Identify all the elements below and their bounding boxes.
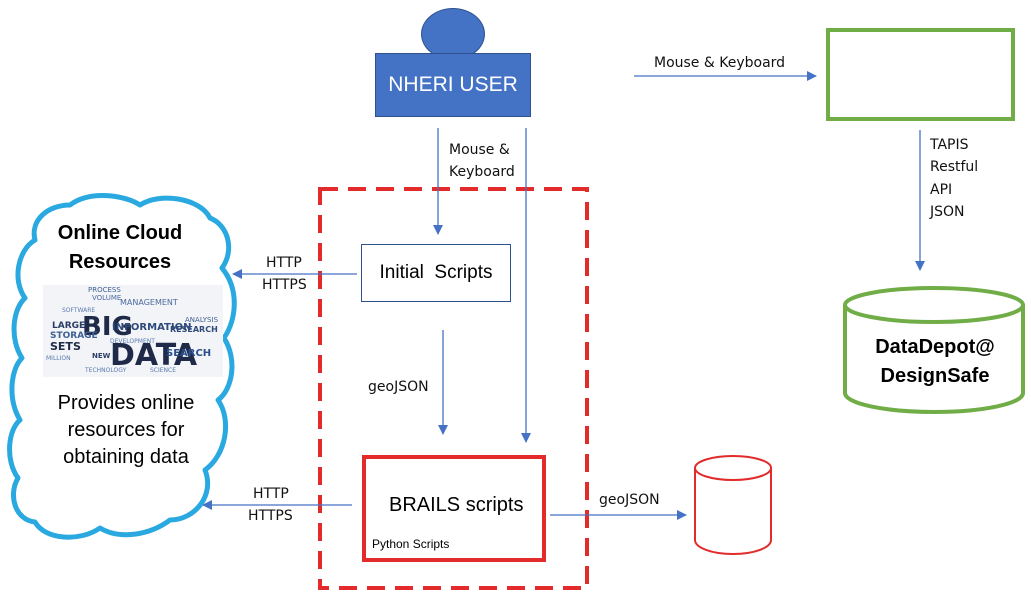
wordcloud-word: PROCESS xyxy=(88,286,121,294)
wordcloud-word: RESEARCH xyxy=(170,325,218,334)
cloud-resources-title: Online Cloud Resources xyxy=(57,222,183,273)
http-lower-label: HTTP xyxy=(253,486,289,502)
geojson-right-label: geoJSON xyxy=(599,492,660,508)
user-avatar-head xyxy=(421,8,485,60)
cloud-shape xyxy=(7,193,237,540)
wordcloud-word: DEVELOPMENT xyxy=(110,338,155,345)
wordcloud-word: SETS xyxy=(50,340,81,353)
cloud-resources-description: Provides online resources for obtaining … xyxy=(57,392,195,468)
mouse-keyboard-down-label-2: Keyboard xyxy=(449,164,515,180)
mouse-keyboard-down-label-1: Mouse & xyxy=(449,142,510,158)
wordcloud-word: SEARCH xyxy=(166,348,211,359)
wordcloud-word: INFORMATION xyxy=(112,322,191,333)
json-label: JSON xyxy=(930,204,965,220)
initial-scripts-label: Initial Scripts xyxy=(379,262,493,283)
green-interface-box xyxy=(826,28,1015,121)
wordcloud-word: NEW xyxy=(92,352,111,360)
wordcloud-word: MILLION xyxy=(46,355,71,362)
wordcloud-word: ANALYSIS xyxy=(185,316,219,324)
wordcloud-word: DATA xyxy=(110,338,198,373)
wordcloud-word: MANAGEMENT xyxy=(120,298,178,307)
wordcloud-word: SOFTWARE xyxy=(62,307,95,314)
http-upper-label: HTTP xyxy=(266,255,302,271)
mouse-keyboard-label: Mouse & Keyboard xyxy=(654,55,786,71)
wordcloud-word: BIG xyxy=(82,312,133,342)
https-lower-label: HTTPS xyxy=(248,508,293,524)
wordcloud-word: TECHNOLOGY xyxy=(84,367,127,374)
nheri-user-label: NHERI USER xyxy=(388,73,518,96)
geojson-middle-label: geoJSON xyxy=(368,379,429,395)
datadepot-label: DataDepot@ DesignSafe xyxy=(875,336,995,387)
https-upper-label: HTTPS xyxy=(262,277,307,293)
initial-scripts-box: Initial Scripts xyxy=(361,244,511,302)
nheri-user-box: NHERI USER xyxy=(375,53,531,117)
brails-scripts-title: BRAILS scripts xyxy=(389,494,524,516)
python-scripts-label: Python Scripts xyxy=(372,537,450,551)
api-label: API xyxy=(930,182,953,198)
wordcloud-word: LARGE xyxy=(52,321,85,331)
wordcloud-word: SCIENCE xyxy=(150,367,176,374)
brails-scripts-box xyxy=(362,455,546,562)
wordcloud-word: VOLUME xyxy=(92,294,121,302)
output-database-icon xyxy=(694,455,772,555)
restful-label: Restful xyxy=(930,159,979,175)
datadepot-cylinder xyxy=(843,286,1025,414)
wordcloud-word: STORAGE xyxy=(50,331,98,341)
tapis-label: TAPIS xyxy=(930,137,969,153)
scripts-container xyxy=(318,187,589,590)
big-data-wordcloud-image: BIG DATA INFORMATION STORAGE LARGE SETS … xyxy=(43,285,223,377)
